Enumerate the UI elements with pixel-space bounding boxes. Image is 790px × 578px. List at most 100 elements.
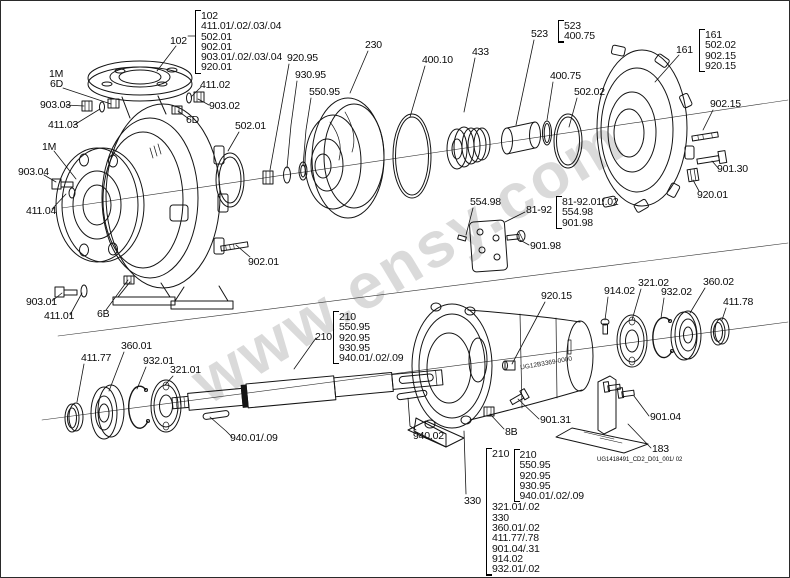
callout-6b: 6B [97, 308, 110, 320]
group-line: 411.77/.78 [492, 532, 539, 545]
callout-400-10: 400.10 [422, 54, 453, 66]
support-foot-183 [555, 375, 649, 454]
callout-901-04: 901.04 [650, 411, 681, 423]
guard-pin-554-98 [457, 234, 467, 242]
callout-554-98: 554.98 [470, 196, 501, 208]
group-guard-set: 81-92.01/.02 554.98 901.98 [556, 196, 619, 229]
group-line: 321.01/.02 [492, 501, 540, 514]
callout-902-15: 902.15 [710, 98, 741, 110]
group-rotor-set: 210 550.95 920.95 930.95 940.01/.02/.09 [333, 311, 404, 365]
callout-161: 161 [676, 44, 693, 56]
group-line: 914.02 [492, 552, 523, 565]
casing-cast-mark [149, 143, 162, 159]
bolt-903-01 [54, 284, 88, 298]
shaft-210 [171, 369, 444, 411]
callout-901-30: 901.30 [717, 163, 748, 175]
stud-902-01 [220, 241, 249, 252]
key-940-02 [396, 389, 428, 401]
callout-230: 230 [365, 39, 382, 51]
callout-932-01: 932.01 [143, 355, 174, 367]
group-sub-label: 210 [492, 448, 510, 460]
bearing-cover-360-01 [90, 384, 125, 440]
shaft-sleeve-523 [501, 121, 541, 155]
group-line: 81-92.01/.02 [562, 196, 619, 208]
callout-1m-top: 1M [49, 68, 64, 80]
callout-6d-top: 6D [50, 78, 64, 90]
callout-932-02: 932.02 [661, 286, 692, 298]
bearing-cover-360-02 [670, 310, 702, 361]
drive-lantern-330 [407, 302, 594, 448]
callout-903-02: 903.02 [209, 100, 240, 112]
callout-940-01-09: 940.01/.09 [230, 432, 278, 444]
washer-411-03 [99, 101, 105, 113]
bearing-321-02 [616, 314, 648, 368]
group-line: 920.95 [339, 331, 370, 344]
callout-914-02: 914.02 [604, 285, 635, 297]
callout-321-02: 321.02 [638, 277, 669, 289]
group-pump-assembly: 102 411.01/.02/.03/.04 502.01 902.01 903… [195, 10, 282, 74]
joint-ring-411-77 [64, 402, 84, 433]
callout-81-92: 81-92 [526, 204, 552, 216]
group-line: 901.04/.31 [492, 542, 540, 555]
circlip-932-01 [128, 385, 151, 429]
group-line: 903.01/.02/.03/.04 [201, 51, 283, 64]
group-line: 210 [339, 311, 356, 323]
callout-902-01: 902.01 [248, 256, 279, 268]
callout-210: 210 [315, 331, 332, 343]
callout-1m-mid: 1M [42, 141, 57, 153]
group-line: 411.01/.02/.03/.04 [201, 20, 282, 33]
mechanical-seal-433 [446, 126, 491, 170]
callout-330: 330 [464, 495, 481, 507]
plug-1m-6d [107, 98, 120, 109]
circlip-932-02 [652, 316, 675, 359]
nut-903-03 [81, 100, 105, 113]
callout-920-15: 920.15 [541, 290, 572, 302]
plug-920-15 [502, 360, 516, 371]
casing-cover-161 [596, 44, 695, 213]
callout-360-01: 360.01 [121, 340, 152, 352]
group-sleeve-set: 523 400.75 [558, 20, 595, 43]
o-ring-400-10 [392, 113, 432, 199]
callout-8b: 8B [505, 426, 518, 438]
callout-411-77: 411.77 [81, 352, 112, 364]
group-line: 550.95 [519, 459, 551, 472]
callout-920-01: 920.01 [697, 189, 728, 201]
callout-901-31: 901.31 [540, 414, 571, 426]
callout-901-98: 901.98 [530, 240, 561, 252]
wear-ring-502-01 [215, 152, 245, 208]
group-line: 360.01/.02 [492, 522, 540, 535]
group-line: 502.01 [201, 30, 232, 43]
group-line: 940.01/.02/.09 [339, 352, 404, 365]
callout-502-02: 502.02 [574, 86, 605, 98]
callout-903-04: 903.04 [18, 166, 49, 178]
group-line: 550.95 [339, 321, 370, 334]
callout-102: 102 [170, 35, 187, 47]
o-ring-400-75 [542, 120, 552, 146]
washer-411-01 [80, 284, 88, 298]
callout-920-95: 920.95 [287, 52, 318, 64]
group-line: 920.95 [519, 469, 551, 482]
washer-411-02 [186, 92, 192, 104]
callout-183: 183 [652, 443, 669, 455]
callout-903-01: 903.01 [26, 296, 57, 308]
group-line: 554.98 [562, 206, 593, 219]
callout-321-01: 321.01 [170, 364, 201, 376]
group-line: 901.98 [562, 216, 593, 229]
callout-411-01: 411.01 [44, 310, 75, 322]
group-line: 940.01/.02/.09 [519, 490, 585, 503]
guard-bracket-81-92 [457, 219, 526, 273]
callout-411-03: 411.03 [48, 119, 79, 131]
group-line: 400.75 [564, 30, 595, 43]
group-line: 930.95 [339, 341, 370, 354]
group-line: 523 [564, 20, 581, 32]
screw-914-02 [600, 318, 610, 335]
group-line: 330 [492, 511, 509, 524]
group-line: 920.15 [705, 59, 736, 72]
callout-940-02: 940.02 [413, 430, 444, 442]
callout-903-03: 903.03 [40, 99, 71, 111]
pump-casing [101, 103, 234, 310]
group-cover-set: 161 502.02 902.15 920.15 [699, 29, 736, 73]
group-line: 102 [201, 10, 218, 22]
